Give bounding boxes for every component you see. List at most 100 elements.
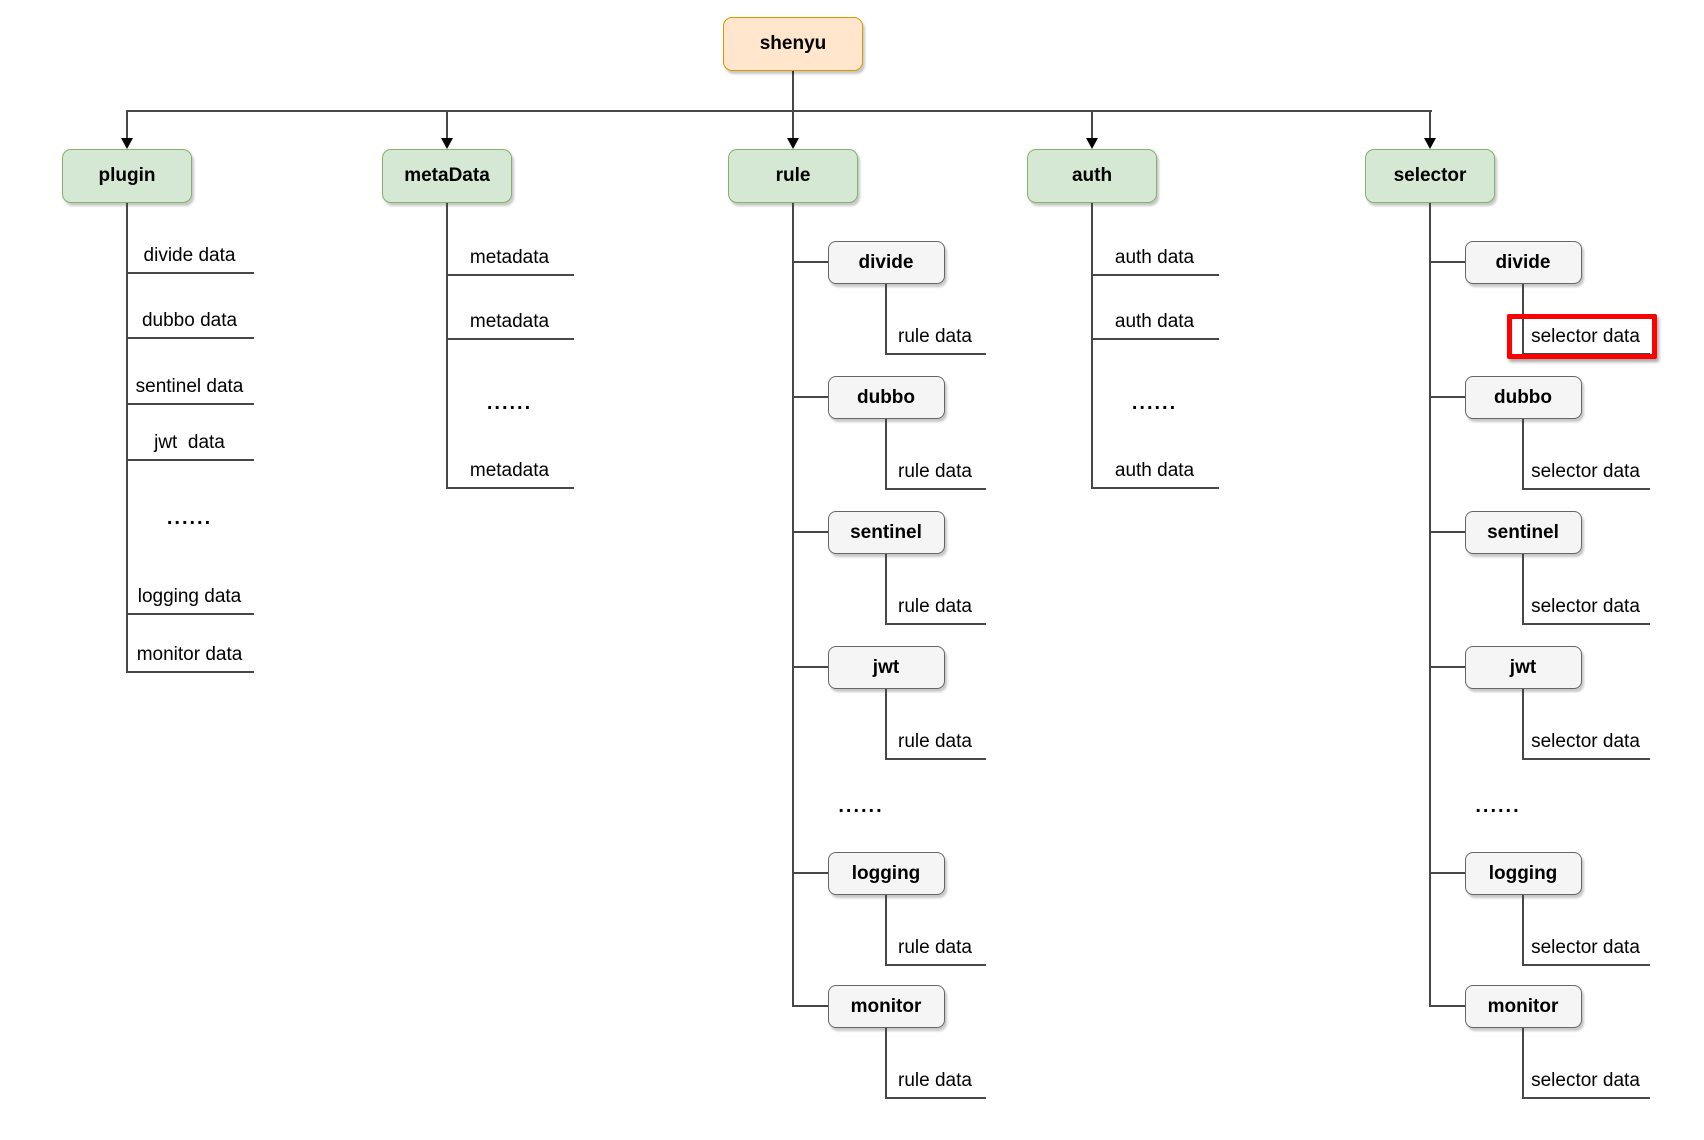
leaf-underline-rule <box>886 353 986 355</box>
trunk-plugin <box>126 203 128 673</box>
sub-node-rule: logging <box>827 852 945 895</box>
tree-leaf-auth: auth data <box>1114 247 1195 268</box>
elbow-rule <box>793 872 828 874</box>
trunk-selector <box>1429 203 1431 1007</box>
elbow-rule <box>793 666 828 668</box>
leaf-underline-metadata <box>447 487 574 489</box>
tree-leaf-metadata: metadata <box>469 247 550 268</box>
edge-subleaf-selector <box>1522 554 1524 625</box>
sub-node-rule: jwt <box>827 646 945 689</box>
edge-subleaf-rule <box>885 554 887 625</box>
category-node-plugin: plugin <box>62 149 192 203</box>
arrowhead-selector <box>1424 138 1436 149</box>
edge-subleaf-rule <box>885 895 887 966</box>
leaf-underline-metadata <box>447 274 574 276</box>
tree-leaf-rule: rule data <box>898 326 972 347</box>
arrowhead-metadata <box>441 138 453 149</box>
sub-node-selector: monitor <box>1464 985 1582 1028</box>
category-node-selector: selector <box>1365 149 1495 203</box>
sub-node-selector: divide <box>1464 241 1582 284</box>
category-node-metadata: metaData <box>382 149 512 203</box>
elbow-selector <box>1430 872 1465 874</box>
elbow-rule <box>793 1005 828 1007</box>
arrowhead-auth <box>1086 138 1098 149</box>
tree-leaf-rule: rule data <box>898 596 972 617</box>
ellipsis-auth: ...... <box>1131 392 1178 414</box>
leaf-underline-rule <box>886 488 986 490</box>
tree-leaf-plugin: sentinel data <box>135 376 244 397</box>
tree-leaf-rule: rule data <box>898 937 972 958</box>
tree-leaf-selector: selector data <box>1531 731 1640 752</box>
leaf-underline-plugin <box>127 337 254 339</box>
highlight-rect <box>1507 314 1657 359</box>
edge-subleaf-selector <box>1522 895 1524 966</box>
edge-rail-to-plugin <box>126 110 128 139</box>
tree-leaf-selector: selector data <box>1531 596 1640 617</box>
edge-subleaf-rule <box>885 689 887 760</box>
connector-top-rail <box>127 110 1432 112</box>
ellipsis-metadata: ...... <box>486 392 533 414</box>
elbow-rule <box>793 261 828 263</box>
edge-subleaf-rule <box>885 284 887 355</box>
tree-leaf-auth: auth data <box>1114 460 1195 481</box>
sub-node-rule: dubbo <box>827 376 945 419</box>
edge-rail-to-selector <box>1429 110 1431 139</box>
trunk-metadata <box>446 203 448 489</box>
edge-subleaf-selector <box>1522 1028 1524 1099</box>
tree-leaf-rule: rule data <box>898 461 972 482</box>
tree-leaf-selector: selector data <box>1531 326 1640 347</box>
leaf-underline-rule <box>886 758 986 760</box>
leaf-underline-selector <box>1523 488 1650 490</box>
elbow-selector <box>1430 666 1465 668</box>
leaf-underline-rule <box>886 623 986 625</box>
edge-subleaf-rule <box>885 419 887 490</box>
sub-node-selector: sentinel <box>1464 511 1582 554</box>
edge-subleaf-selector <box>1522 419 1524 490</box>
sub-node-selector: dubbo <box>1464 376 1582 419</box>
leaf-underline-metadata <box>447 338 574 340</box>
edge-subleaf-selector <box>1522 689 1524 760</box>
trunk-rule <box>792 203 794 1007</box>
leaf-underline-selector <box>1523 758 1650 760</box>
tree-leaf-metadata: metadata <box>469 460 550 481</box>
sub-node-selector: jwt <box>1464 646 1582 689</box>
tree-leaf-selector: selector data <box>1531 1070 1640 1091</box>
tree-leaf-rule: rule data <box>898 1070 972 1091</box>
elbow-selector <box>1430 531 1465 533</box>
sub-node-rule: monitor <box>827 985 945 1028</box>
tree-leaf-metadata: metadata <box>469 311 550 332</box>
tree-leaf-auth: auth data <box>1114 311 1195 332</box>
trunk-auth <box>1091 203 1093 489</box>
leaf-underline-auth <box>1092 338 1219 340</box>
edge-root-to-rule <box>792 71 794 139</box>
leaf-underline-plugin <box>127 671 254 673</box>
edge-rail-to-metadata <box>446 110 448 139</box>
leaf-underline-plugin <box>127 613 254 615</box>
ellipsis-selector: ...... <box>1475 795 1521 817</box>
elbow-selector <box>1430 1005 1465 1007</box>
leaf-underline-selector <box>1523 964 1650 966</box>
tree-leaf-selector: selector data <box>1531 937 1640 958</box>
category-node-auth: auth <box>1027 149 1157 203</box>
leaf-underline-plugin <box>127 403 254 405</box>
leaf-underline-rule <box>886 964 986 966</box>
ellipsis-plugin: ...... <box>166 507 213 529</box>
elbow-selector <box>1430 261 1465 263</box>
tree-leaf-plugin: jwt data <box>154 432 225 453</box>
leaf-underline-selector <box>1523 623 1650 625</box>
sub-node-selector: logging <box>1464 852 1582 895</box>
tree-leaf-plugin: dubbo data <box>141 310 238 331</box>
elbow-rule <box>793 531 828 533</box>
sub-node-rule: sentinel <box>827 511 945 554</box>
leaf-underline-plugin <box>127 272 254 274</box>
elbow-selector <box>1430 396 1465 398</box>
elbow-rule <box>793 396 828 398</box>
edge-subleaf-selector <box>1522 284 1524 355</box>
leaf-underline-rule <box>886 1097 986 1099</box>
tree-leaf-rule: rule data <box>898 731 972 752</box>
root-node-shenyu: shenyu <box>723 17 863 71</box>
leaf-underline-auth <box>1092 487 1219 489</box>
edge-rail-to-auth <box>1091 110 1093 139</box>
category-node-rule: rule <box>728 149 858 203</box>
